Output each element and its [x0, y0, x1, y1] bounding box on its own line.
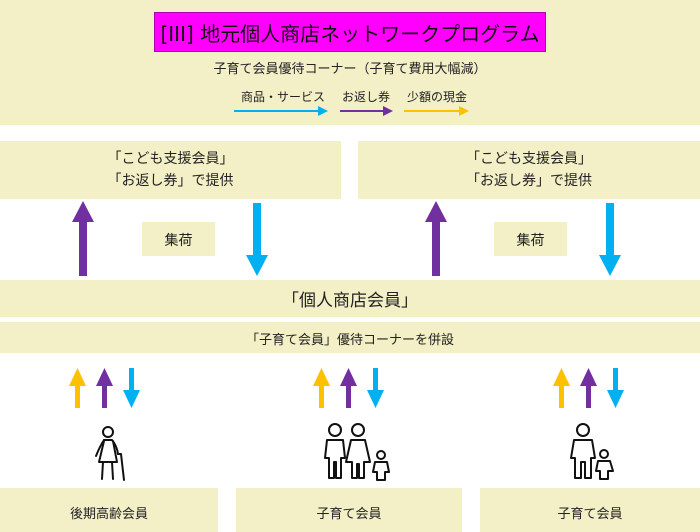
store-members-label: 「個人商店会員」	[282, 291, 418, 311]
arrow-triplet-parent-child	[553, 368, 624, 408]
voucher-up-arrow-left	[72, 201, 94, 276]
corner-note-label: 「子育て会員」優待コーナーを併設	[245, 333, 454, 348]
collect-label-left: 集荷	[164, 233, 193, 249]
legend-label-goods: 商品・サービス	[240, 90, 325, 104]
corner-note-band	[0, 322, 700, 353]
elderly-person-icon	[95, 426, 125, 481]
voucher-up-arrow-right	[425, 201, 447, 276]
collect-label-right: 集荷	[516, 233, 545, 249]
legend-arrow-goods	[234, 106, 328, 116]
support-member-box-right	[358, 141, 700, 199]
support-member-right-line2: 「お返し券」で提供	[466, 173, 592, 189]
support-member-box-left	[0, 141, 341, 199]
page-title: [III] 地元個人商店ネットワークプログラム	[154, 12, 546, 52]
member-box-parenting-2	[480, 488, 700, 532]
legend-arrow-voucher	[340, 106, 393, 116]
family-icon	[324, 423, 390, 481]
member-label-elderly: 後期高齢会員	[69, 507, 148, 522]
support-member-right-line1: 「こども支援会員」	[466, 151, 592, 167]
support-member-left-line2: 「お返し券」で提供	[107, 173, 234, 189]
page-subtitle: 子育て会員優待コーナー（子育て費用大幅減）	[213, 62, 487, 77]
support-member-left-line1: 「こども支援会員」	[107, 151, 234, 167]
collect-box-right	[494, 222, 567, 256]
arrow-triplet-family	[313, 368, 384, 408]
member-label-parenting-1: 子育て会員	[316, 507, 382, 522]
collect-box-left	[142, 222, 215, 256]
goods-down-arrow-right	[599, 203, 621, 276]
legend-arrow-cash	[404, 106, 469, 116]
member-label-parenting-2: 子育て会員	[557, 507, 623, 522]
legend-label-voucher: お返し券	[341, 90, 390, 104]
store-members-band	[0, 280, 700, 317]
member-box-parenting-1	[236, 488, 462, 532]
parent-child-icon	[570, 423, 614, 480]
goods-down-arrow-left	[246, 203, 268, 276]
legend-label-cash: 少額の現金	[406, 90, 467, 104]
legend-arrows	[234, 106, 469, 116]
member-box-elderly	[0, 488, 218, 532]
arrow-triplet-elderly	[69, 368, 140, 408]
